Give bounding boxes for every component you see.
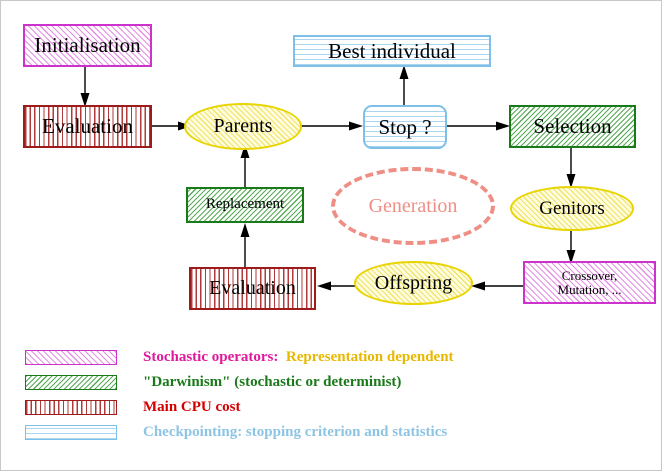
node-stop[interactable]: Stop ?: [363, 105, 447, 149]
node-genitors[interactable]: Genitors: [510, 186, 634, 231]
legend-label-checkpointing: Checkpointing: stopping criterion and st…: [143, 424, 448, 440]
arrow-crossover-to-offspring: [469, 280, 525, 292]
node-selection[interactable]: Selection: [509, 105, 636, 148]
arrow-stop-to-best-individual: [398, 65, 410, 107]
arrow-replacement-to-parents: [239, 143, 251, 188]
legend-row: Stochastic operators: Representation dep…: [25, 345, 639, 370]
legend-label-main-cpu-cost: Main CPU cost: [143, 399, 241, 415]
node-evaluation-top[interactable]: Evaluation: [23, 105, 152, 148]
legend-label-stochastic-operators: Stochastic operators: Representation dep…: [143, 349, 454, 366]
arrow-selection-to-genitors: [565, 147, 577, 189]
node-crossover-mutation[interactable]: Crossover, Mutation, ...: [523, 261, 656, 304]
arrow-genitors-to-crossover: [565, 225, 577, 265]
legend-swatch-stochastic-operators: [25, 350, 117, 365]
arrow-initialisation-to-evaluation: [79, 64, 91, 108]
node-generation[interactable]: Generation: [331, 167, 495, 245]
arrow-stop-to-selection: [447, 120, 511, 132]
legend-swatch-darwinism: [25, 375, 117, 390]
legend-row: Main CPU cost: [25, 395, 639, 420]
node-parents[interactable]: Parents: [184, 103, 302, 150]
legend-row: "Darwinism" (stochastic or determinist): [25, 370, 639, 395]
legend-label-stochastic-operators-part1: Stochastic operators:: [143, 349, 279, 365]
legend-label-darwinism: "Darwinism" (stochastic or determinist): [143, 374, 402, 390]
node-best-individual[interactable]: Best individual: [293, 35, 491, 67]
node-initialisation[interactable]: Initialisation: [23, 24, 152, 67]
legend-swatch-checkpointing: [25, 425, 117, 440]
arrow-evaluation-to-replacement: [239, 222, 251, 268]
node-replacement[interactable]: Replacement: [186, 187, 304, 223]
legend-row: Checkpointing: stopping criterion and st…: [25, 420, 639, 445]
node-evaluation-bottom[interactable]: Evaluation: [189, 267, 316, 310]
legend: Stochastic operators: Representation dep…: [25, 345, 639, 445]
legend-label-stochastic-operators-part2: Representation dependent: [278, 349, 454, 365]
legend-swatch-main-cpu-cost: [25, 400, 117, 415]
arrow-parents-to-stop: [300, 120, 364, 132]
node-offspring[interactable]: Offspring: [354, 261, 473, 305]
